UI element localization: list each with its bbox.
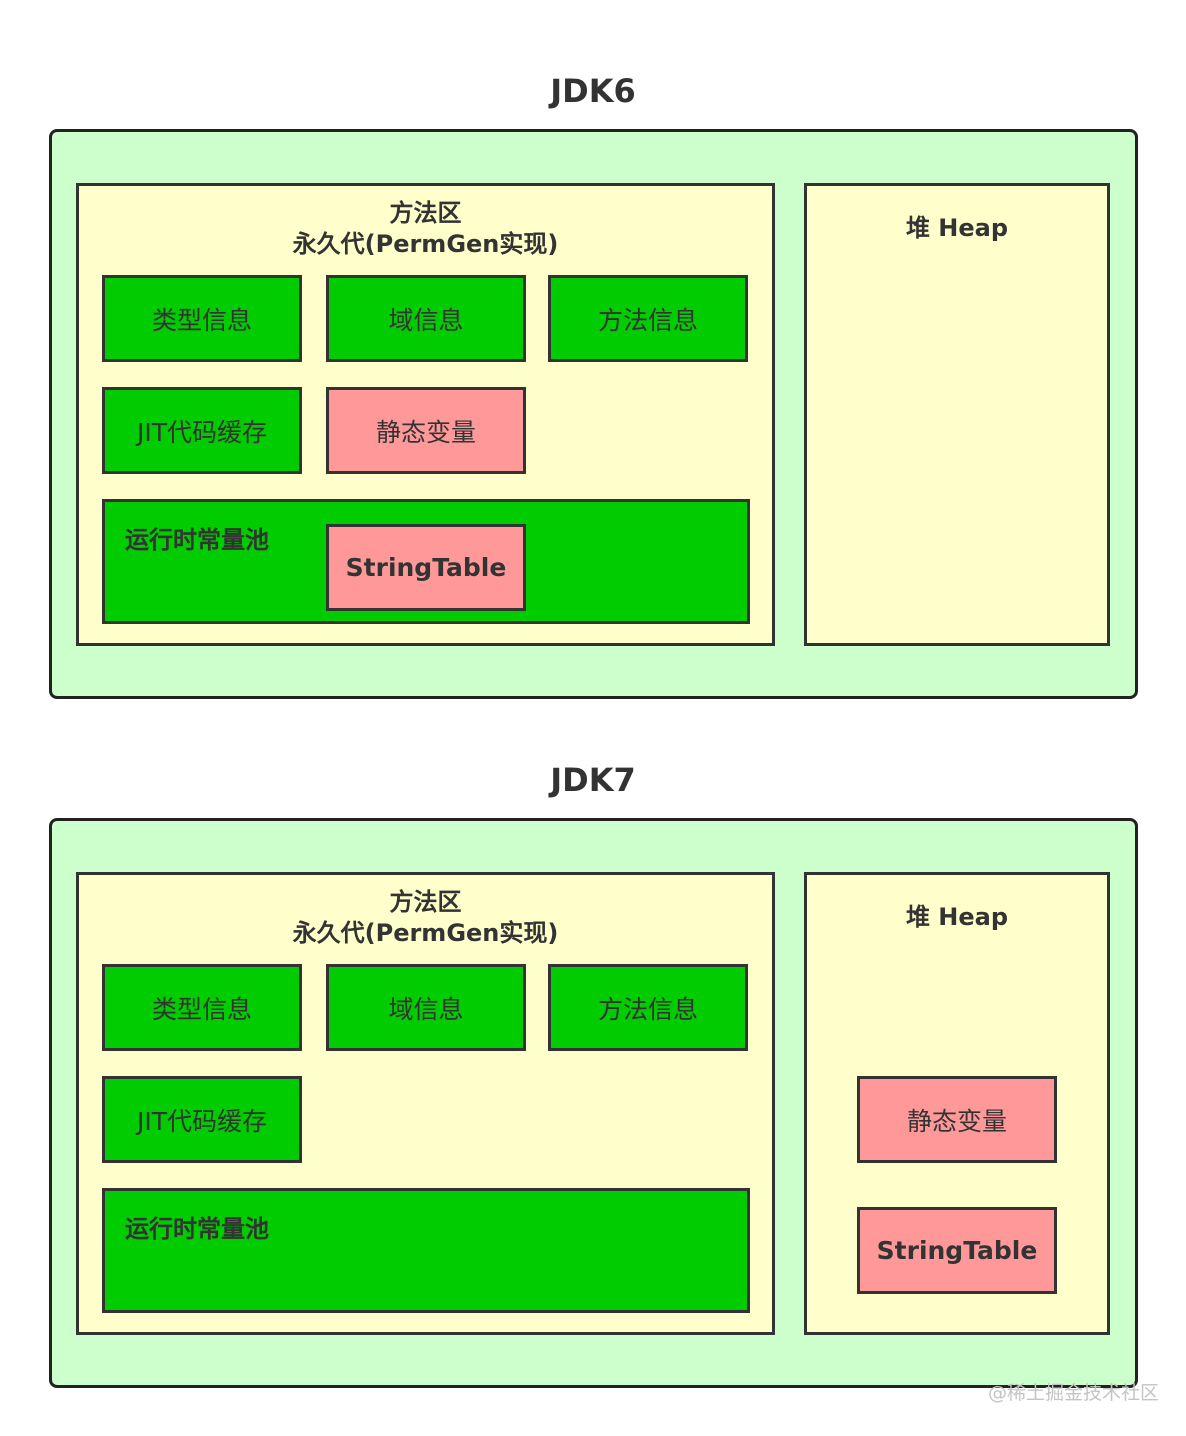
heap-title: 堆 Heap — [905, 214, 1009, 242]
method-info-box: 方法信息 — [548, 275, 748, 362]
jdk6-container: 方法区 永久代(PermGen实现) 类型信息 域信息 方法信息 JIT代码缓存… — [49, 129, 1138, 699]
permgen-title: 永久代(PermGen实现) — [292, 230, 559, 258]
runtime-constant-pool: 运行时常量池 StringTable — [102, 499, 750, 624]
method-area-title: 方法区 — [389, 888, 462, 916]
jdk7-container: 方法区 永久代(PermGen实现) 类型信息 域信息 方法信息 JIT代码缓存… — [49, 818, 1138, 1388]
jdk7-heap: 堆 Heap 静态变量 StringTable — [804, 872, 1110, 1335]
watermark: @稀土掘金技术社区 — [988, 1382, 1160, 1404]
jit-cache-box: JIT代码缓存 — [102, 387, 302, 474]
permgen-title: 永久代(PermGen实现) — [292, 919, 559, 947]
type-info-box: 类型信息 — [102, 964, 302, 1051]
string-table-box: StringTable — [326, 524, 526, 611]
jdk6-title: JDK6 — [550, 72, 636, 110]
jdk7-method-area: 方法区 永久代(PermGen实现) 类型信息 域信息 方法信息 JIT代码缓存… — [76, 872, 775, 1335]
runtime-constant-pool: 运行时常量池 — [102, 1188, 750, 1313]
jit-cache-box: JIT代码缓存 — [102, 1076, 302, 1163]
field-info-box: 域信息 — [326, 275, 526, 362]
static-vars-box: 静态变量 — [326, 387, 526, 474]
jdk7-title: JDK7 — [550, 761, 636, 799]
type-info-box: 类型信息 — [102, 275, 302, 362]
jdk6-method-area: 方法区 永久代(PermGen实现) 类型信息 域信息 方法信息 JIT代码缓存… — [76, 183, 775, 646]
heap-title: 堆 Heap — [905, 903, 1009, 931]
static-vars-box: 静态变量 — [857, 1076, 1057, 1163]
field-info-box: 域信息 — [326, 964, 526, 1051]
method-info-box: 方法信息 — [548, 964, 748, 1051]
jdk6-heap: 堆 Heap — [804, 183, 1110, 646]
runtime-constant-pool-label: 运行时常量池 — [125, 1215, 269, 1243]
string-table-box: StringTable — [857, 1207, 1057, 1294]
method-area-title: 方法区 — [389, 199, 462, 227]
runtime-constant-pool-label: 运行时常量池 — [125, 526, 269, 554]
